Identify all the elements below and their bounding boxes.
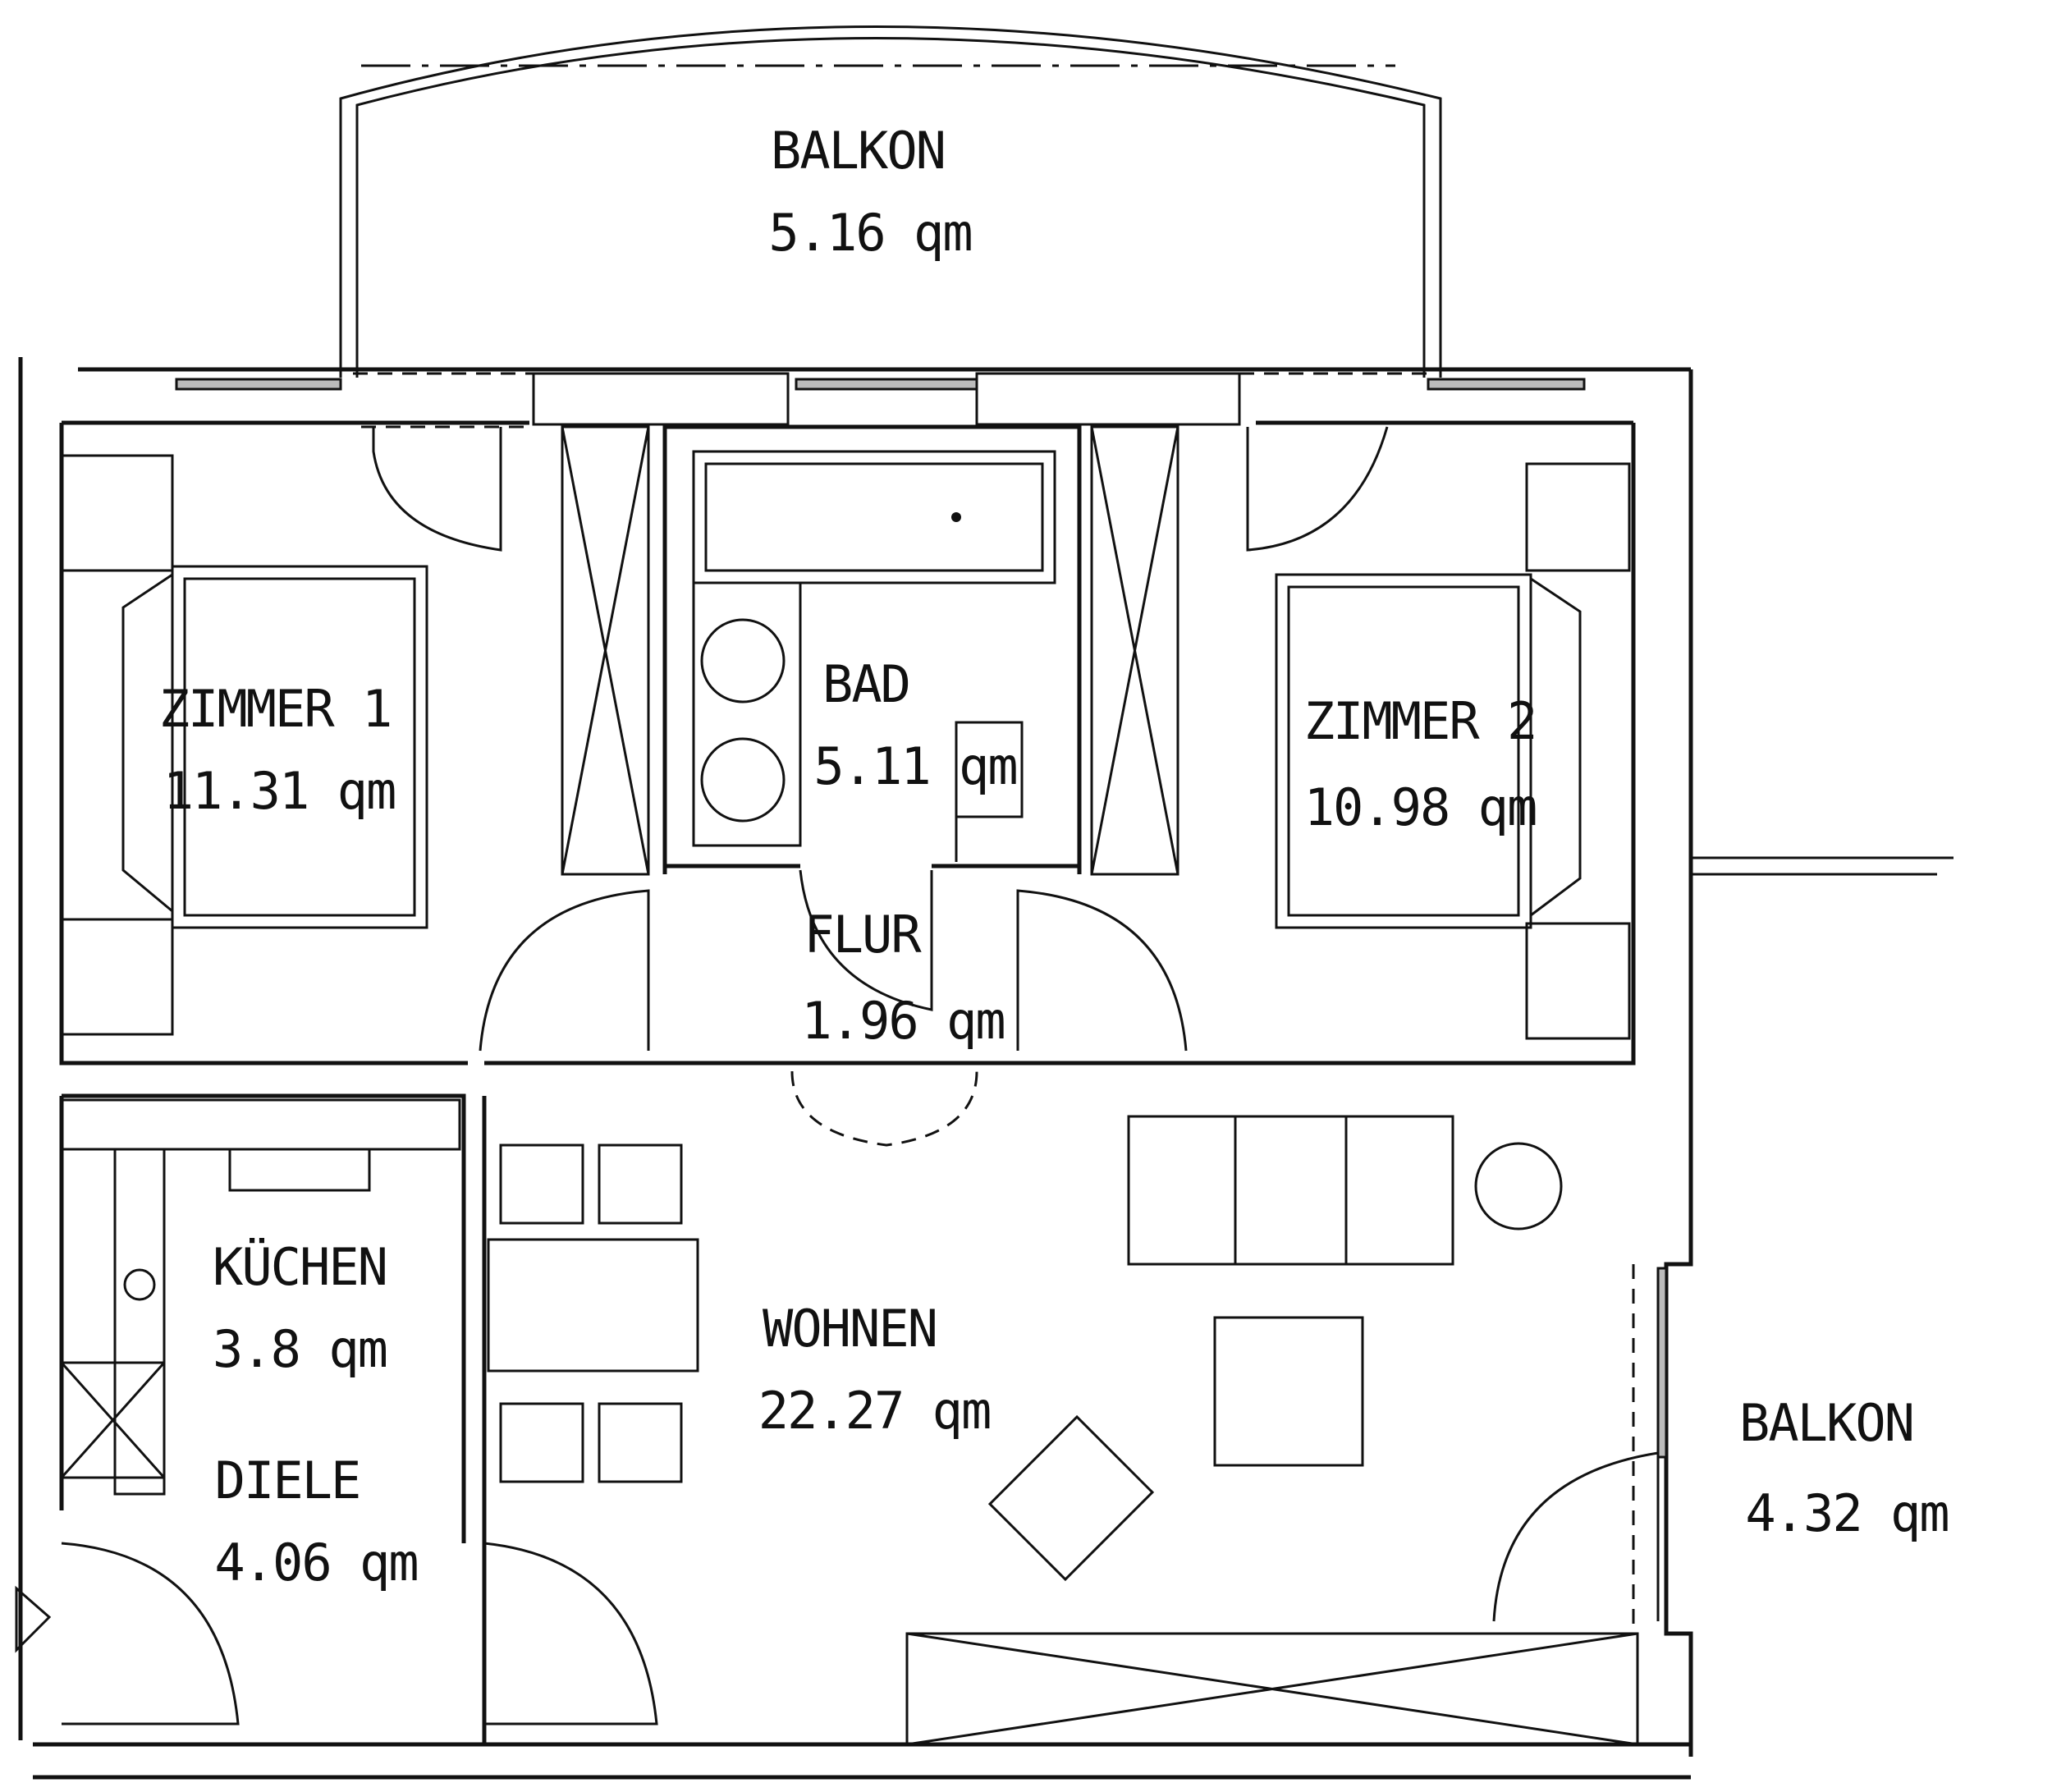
zimmer1-name: ZIMMER 1	[159, 679, 392, 739]
dining-table	[487, 1238, 699, 1373]
labels: BALKON 5.16 qm ZIMMER 1 11.31 qm BAD 5.1…	[159, 121, 1950, 1593]
wohnen-furniture	[482, 1096, 1668, 1746]
zimmer2-furniture	[1246, 426, 1631, 1040]
bad-name: BAD	[822, 654, 909, 714]
sink-2	[700, 737, 786, 823]
sink-1	[700, 618, 786, 704]
zimmer1-area: 11.31 qm	[163, 761, 396, 821]
kuechen-name: KÜCHEN	[213, 1237, 387, 1297]
kitchen-fixtures	[15, 1093, 658, 1726]
toilet	[955, 721, 1024, 818]
top-windows	[175, 372, 1586, 426]
zimmer1-furniture	[60, 425, 650, 1036]
kuechen-area: 3.8 qm	[213, 1319, 387, 1379]
bad-fixtures	[662, 424, 1179, 876]
zimmer2-name: ZIMMER 2	[1304, 691, 1537, 751]
diele-area: 4.06 qm	[214, 1533, 417, 1593]
balkon-top-area: 5.16 qm	[768, 203, 971, 263]
bad-area: 5.11 qm	[813, 736, 1016, 796]
wohnen-name: WOHNEN	[763, 1299, 937, 1359]
sofa	[1127, 1115, 1454, 1266]
balcony-top-outline	[339, 25, 1442, 378]
bathtub	[692, 450, 1056, 584]
balkon-right-name: BALKON	[1739, 1393, 1913, 1453]
balkon-top-name: BALKON	[771, 121, 945, 181]
flur-doors	[479, 869, 1188, 1147]
balcony-right-outline	[1691, 856, 1954, 876]
diele-name: DIELE	[215, 1451, 360, 1510]
armchair	[987, 1414, 1155, 1582]
zimmer2-area: 10.98 qm	[1304, 777, 1537, 837]
balkon-right-area: 4.32 qm	[1745, 1483, 1948, 1543]
flur-area: 1.96 qm	[801, 991, 1004, 1051]
flur-name: FLUR	[804, 905, 922, 965]
wohnen-area: 22.27 qm	[758, 1381, 991, 1441]
coffee-table	[1213, 1316, 1364, 1467]
